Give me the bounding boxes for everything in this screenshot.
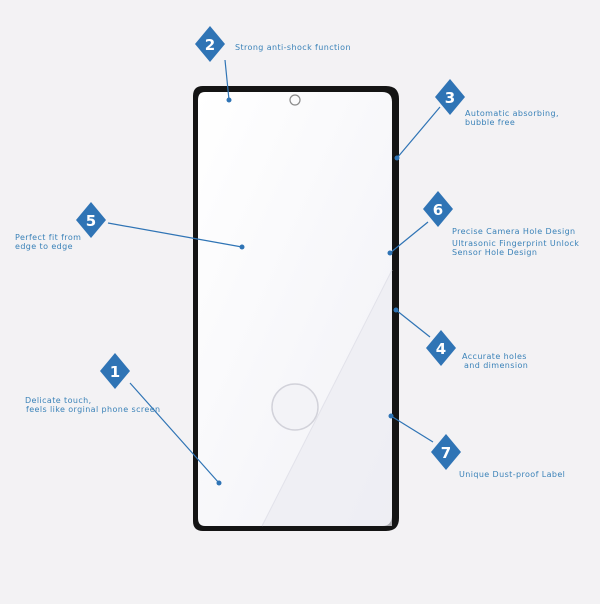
callout-2-label-line-1: Strong anti-shock function — [235, 43, 351, 52]
callout-4-label-line-2: and dimension — [464, 361, 529, 370]
callout-5-label-line-1: Perfect fit from — [15, 233, 82, 242]
callout-2-dot — [226, 97, 232, 103]
callout-2-leader — [224, 59, 230, 101]
callout-1-number: 1 — [110, 363, 120, 381]
callout-5-label: Perfect fit from edge to edge — [15, 233, 81, 251]
callout-2-number: 2 — [205, 36, 215, 54]
callout-6: 6 — [387, 191, 453, 256]
callout-4-number: 4 — [436, 340, 446, 358]
callout-7-label: Unique Dust-proof Label — [459, 470, 565, 479]
callout-2-badge — [195, 26, 225, 62]
callout-5-leader — [107, 222, 243, 248]
callout-6-badge — [423, 191, 453, 227]
callout-3-label: Automatic absorbing, bubble free — [465, 109, 559, 127]
callout-4-leader — [395, 309, 431, 338]
callout-1-label-line-2: feels like orginal phone screen — [26, 405, 161, 414]
callout-5-label-line-2: edge to edge — [15, 242, 73, 251]
callout-7-number: 7 — [441, 444, 451, 462]
callout-6-label-line-2: Ultrasonic Fingerprint Unlock — [452, 239, 580, 248]
callout-6-dot — [387, 250, 393, 256]
callout-5-badge — [76, 202, 106, 238]
callout-2-label: Strong anti-shock function — [235, 43, 351, 52]
callout-6-leader — [389, 221, 429, 254]
callout-3: 3 — [394, 79, 465, 161]
callout-5-dot — [239, 244, 245, 250]
callout-5-number: 5 — [86, 212, 96, 230]
callout-4-label: Accurate holes and dimension — [462, 352, 528, 370]
callout-6-label: Precise Camera Hole Design Ultrasonic Fi… — [452, 227, 579, 257]
callout-2: 2 — [195, 26, 232, 103]
camera-hole — [289, 94, 301, 106]
callout-3-number: 3 — [445, 89, 455, 107]
callout-1-label: Delicate touch, feels like orginal phone… — [25, 396, 161, 414]
callout-4: 4 — [393, 307, 456, 366]
callout-1-dot — [216, 480, 222, 486]
phone-screen-protector — [193, 86, 399, 531]
callout-7: 7 — [388, 413, 461, 470]
callout-1-leader — [129, 382, 220, 484]
callout-3-label-line-1: Automatic absorbing, — [465, 109, 559, 118]
callout-5: 5 — [76, 202, 245, 250]
callout-7-badge — [431, 434, 461, 470]
callout-4-badge — [426, 330, 456, 366]
callout-6-number: 6 — [433, 201, 443, 219]
callout-3-dot — [394, 155, 400, 161]
callout-6-label-line-3: Sensor Hole Design — [452, 248, 538, 257]
callout-6-label-line-1: Precise Camera Hole Design — [452, 227, 576, 236]
callout-3-badge — [435, 79, 465, 115]
callout-1-badge — [100, 353, 130, 389]
screen-highlight — [261, 269, 393, 527]
callout-3-label-line-2: bubble free — [465, 118, 516, 127]
callout-4-label-line-1: Accurate holes — [462, 352, 527, 361]
callout-1: 1 — [100, 353, 222, 486]
callout-1-label-line-1: Delicate touch, — [25, 396, 92, 405]
fingerprint-sensor-hole — [271, 383, 319, 431]
callout-3-leader — [396, 106, 441, 159]
callout-7-leader — [390, 415, 434, 443]
callout-4-dot — [393, 307, 399, 313]
callout-7-label-line-1: Unique Dust-proof Label — [459, 470, 566, 479]
callout-7-dot — [388, 413, 394, 419]
